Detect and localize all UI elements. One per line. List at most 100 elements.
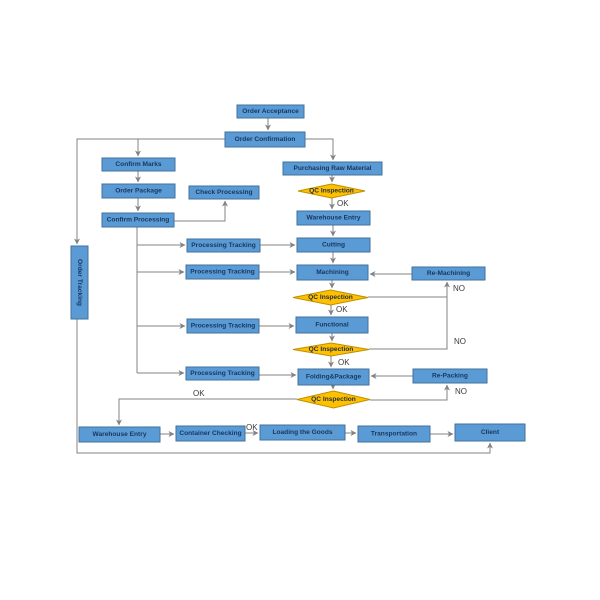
container-checking-label: Container Checking (179, 430, 241, 437)
folding-package-shape (297, 368, 370, 386)
cutting-shape (296, 237, 371, 253)
order-package-shape (101, 183, 176, 199)
processing-tracking-3-label: Processing Tracking (191, 323, 256, 330)
qc-inspection-1-shape (297, 183, 366, 199)
cutting-label: Cutting (322, 242, 345, 249)
re-packing-label: Re-Packing (432, 373, 468, 380)
order-tracking-shape (70, 245, 89, 320)
node-client: Client (454, 423, 526, 442)
confirm-marks-label: Confirm Marks (115, 161, 161, 168)
check-processing-shape (188, 185, 260, 200)
qc-inspection-2-label: QC Inspection (308, 294, 353, 301)
processing-tracking-4-shape (185, 366, 260, 381)
warehouse-entry-top-shape (296, 210, 371, 226)
edge-qc4-ok-to-warehouse-entry-bottom (116, 398, 297, 426)
warehouse-entry-bottom-label: Warehouse Entry (93, 431, 147, 438)
node-order-package: Order Package (101, 183, 176, 199)
confirm-processing-label: Confirm Processing (107, 217, 170, 224)
node-transportation: Transportation (357, 425, 431, 443)
node-cutting: Cutting (296, 237, 371, 253)
warehouse-entry-bottom-shape (78, 426, 161, 443)
edge-label-no-7: NO (455, 387, 467, 396)
purchasing-raw-material-shape (282, 161, 383, 176)
edge-order-confirmation-to-purchasing (305, 138, 336, 161)
node-container-checking: Container Checking (175, 425, 246, 442)
node-processing-tracking-2: Processing Tracking (185, 264, 260, 280)
node-re-packing: Re-Packing (412, 368, 488, 384)
processing-tracking-2-label: Processing Tracking (190, 269, 255, 276)
node-processing-tracking-4: Processing Tracking (185, 366, 260, 381)
warehouse-entry-top-label: Warehouse Entry (307, 215, 361, 222)
node-re-machining: Re-Machining (411, 266, 486, 281)
edge-order-confirmation-to-order-tracking (74, 138, 225, 245)
node-functional: Functional (295, 316, 369, 334)
node-folding-package: Folding&Package (297, 368, 370, 386)
client-shape (454, 423, 526, 442)
order-package-label: Order Package (115, 188, 162, 195)
edge-label-ok-2: OK (338, 358, 350, 367)
edge-confirm-processing-to-check-processing (174, 200, 228, 222)
edge-qc3-no-to-re-machining (369, 281, 450, 350)
qc-inspection-2-shape (292, 289, 369, 306)
node-processing-tracking-1: Processing Tracking (186, 238, 261, 253)
edge-label-ok-0: OK (337, 199, 349, 208)
order-tracking-label: Order Tracking (76, 259, 83, 306)
processing-tracking-4-label: Processing Tracking (190, 370, 255, 377)
edge-label-no-5: NO (453, 284, 465, 293)
re-machining-shape (411, 266, 486, 281)
node-qc-inspection-1: QC Inspection (297, 183, 366, 199)
container-checking-shape (175, 425, 246, 442)
node-warehouse-entry-top: Warehouse Entry (296, 210, 371, 226)
order-acceptance-shape (236, 104, 305, 119)
qc-inspection-4-shape (296, 390, 371, 409)
processing-tracking-2-shape (185, 264, 260, 280)
client-label: Client (481, 429, 500, 436)
machining-shape (296, 264, 369, 281)
confirm-processing-shape (101, 212, 175, 228)
loading-the-goods-label: Loading the Goods (272, 429, 332, 436)
re-machining-label: Re-Machining (427, 270, 470, 277)
edge-label-ok-3: OK (193, 389, 205, 398)
node-confirm-processing: Confirm Processing (101, 212, 175, 228)
processing-tracking-3-shape (186, 318, 260, 334)
node-order-confirmation: Order Confirmation (224, 131, 306, 148)
node-processing-tracking-3: Processing Tracking (186, 318, 260, 334)
purchasing-raw-material-label: Purchasing Raw Material (293, 165, 371, 172)
confirm-marks-shape (101, 157, 176, 172)
order-acceptance-label: Order Acceptance (242, 108, 299, 115)
functional-label: Functional (315, 322, 349, 329)
node-confirm-marks: Confirm Marks (101, 157, 176, 172)
check-processing-label: Check Processing (195, 189, 252, 196)
node-order-acceptance: Order Acceptance (236, 104, 305, 119)
node-qc-inspection-4: QC Inspection (296, 390, 371, 409)
order-confirmation-shape (224, 131, 306, 148)
node-machining: Machining (296, 264, 369, 281)
node-warehouse-entry-bottom: Warehouse Entry (78, 426, 161, 443)
functional-shape (295, 316, 369, 334)
edge-label-ok-4: OK (246, 423, 258, 432)
qc-inspection-1-label: QC Inspection (309, 188, 354, 195)
qc-inspection-3-shape (292, 342, 370, 357)
node-loading-the-goods: Loading the Goods (259, 424, 346, 441)
order-confirmation-label: Order Confirmation (235, 136, 296, 143)
re-packing-shape (412, 368, 488, 384)
edge-label-no-6: NO (454, 337, 466, 346)
node-qc-inspection-3: QC Inspection (292, 342, 370, 357)
edge-label-ok-1: OK (336, 305, 348, 314)
processing-tracking-1-shape (186, 238, 261, 253)
edge-qc4-no-to-re-packing (370, 384, 450, 401)
qc-inspection-3-label: QC Inspection (309, 346, 354, 353)
machining-label: Machining (316, 269, 349, 276)
node-check-processing: Check Processing (188, 185, 260, 200)
node-purchasing-raw-material: Purchasing Raw Material (282, 161, 383, 176)
node-qc-inspection-2: QC Inspection (292, 289, 369, 306)
processing-tracking-1-label: Processing Tracking (191, 242, 256, 249)
qc-inspection-4-label: QC Inspection (311, 396, 356, 403)
loading-the-goods-shape (259, 424, 346, 441)
transportation-label: Transportation (371, 431, 417, 438)
edge-order-tracking-to-client (76, 319, 493, 454)
node-order-tracking: Order Tracking (70, 245, 89, 320)
folding-package-label: Folding&Package (306, 374, 362, 381)
